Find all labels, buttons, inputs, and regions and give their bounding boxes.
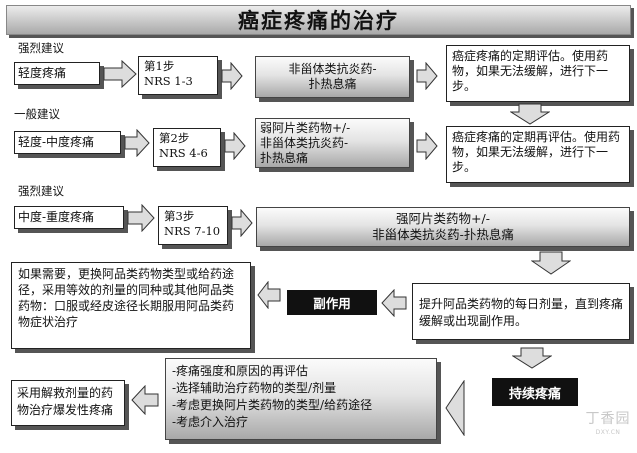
evaluation-text-2: 癌症疼痛的定期再评估。使用药物，如果无法缓解，进行下一步。	[452, 130, 621, 174]
step-1-box: 第1步 NRS 1-3	[138, 56, 218, 95]
arrow-left-icon	[445, 380, 465, 436]
arrow-right-icon	[124, 129, 150, 157]
arrow-right-icon	[416, 132, 438, 160]
side-effect-label: 副作用	[287, 290, 377, 315]
increase-dose-text: 提升阿品类药物的每日剂量，直到疼痛缓解或出现副作用。	[419, 297, 624, 328]
drug-line: 扑热息痛	[308, 77, 357, 91]
drug-box-step-1: 非甾体类抗炎药- 扑热息痛	[255, 56, 410, 98]
step-2-label: 第2步	[159, 131, 190, 145]
pain-level-severe: 中度-重度疼痛	[14, 206, 124, 229]
evaluation-box-2: 癌症疼痛的定期再评估。使用药物，如果无法缓解，进行下一步。	[446, 126, 630, 183]
side-effect-action-box: 如果需要，更换阿品类药物类型或给药途径，采用等效的剂量的同种或其他阿品类药物：口…	[11, 262, 251, 349]
drug-box-step-2: 弱阿片类药物+/- 非甾体类抗炎药- 扑热息痛	[255, 118, 410, 168]
arrow-left-icon	[131, 385, 159, 415]
pain-level-moderate: 轻度-中度疼痛	[14, 131, 121, 154]
pain-level-severe-label: 中度-重度疼痛	[18, 210, 95, 224]
reassessment-line: -选择辅助治疗药物的类型/剂量	[172, 381, 337, 395]
drug-line: 弱阿片类药物+/-	[260, 121, 351, 135]
step-3-nrs: NRS 7-10	[164, 224, 221, 238]
reassessment-line: -考虑更换阿片类药物的类型/给药途径	[172, 398, 373, 412]
drug-line: 非甾体类抗炎药-	[260, 136, 349, 150]
watermark-logo: 丁香园 DXY.CN	[583, 412, 633, 440]
pain-level-mild: 轻度疼痛	[14, 62, 100, 85]
arrow-down-icon	[512, 347, 552, 369]
evaluation-text-1: 癌症疼痛的定期评估。使用药物，如果无法缓解，进行下一步。	[452, 49, 609, 93]
step-2-nrs: NRS 4-6	[159, 146, 208, 160]
drug-line: 强阿片类药物+/-	[396, 211, 490, 226]
arrow-left-icon	[257, 281, 281, 309]
step-1-nrs: NRS 1-3	[144, 74, 193, 88]
arrow-right-icon	[103, 60, 137, 88]
drug-box-step-3: 强阿片类药物+/- 非甾体类抗炎药-扑热息痛	[256, 207, 630, 247]
arrow-right-icon	[221, 62, 243, 90]
watermark-subtext: DXY.CN	[595, 429, 621, 436]
recommendation-strong-1: 强烈建议	[18, 41, 64, 55]
page-title: 癌症疼痛的治疗	[6, 5, 631, 35]
step-2-box: 第2步 NRS 4-6	[153, 128, 221, 167]
side-effect-action-text: 如果需要，更换阿品类药物类型或给药途径，采用等效的剂量的同种或其他阿品类药物：口…	[18, 267, 235, 329]
step-3-box: 第3步 NRS 7-10	[158, 206, 228, 245]
recommendation-general: 一般建议	[14, 107, 60, 121]
arrow-down-icon	[510, 103, 550, 125]
pain-level-mild-label: 轻度疼痛	[18, 66, 67, 80]
persistent-pain-label: 持续疼痛	[492, 378, 578, 406]
step-3-label: 第3步	[164, 209, 195, 223]
evaluation-box-1: 癌症疼痛的定期评估。使用药物，如果无法缓解，进行下一步。	[446, 45, 630, 102]
watermark-text: 丁香园	[585, 411, 631, 427]
reassessment-box: -疼痛强度和原因的再评估 -选择辅助治疗药物的类型/剂量 -考虑更换阿片类药物的…	[165, 358, 437, 440]
rescue-dose-text: 采用解救剂量的药物治疗爆发性疼痛	[17, 386, 114, 417]
arrow-right-icon	[416, 62, 438, 90]
arrow-right-icon	[224, 132, 246, 160]
recommendation-strong-2: 强烈建议	[18, 184, 64, 198]
pain-level-moderate-label: 轻度-中度疼痛	[18, 135, 95, 149]
drug-line: 非甾体类抗炎药-	[288, 62, 377, 76]
drug-line: 非甾体类抗炎药-扑热息痛	[372, 227, 514, 242]
step-1-label: 第1步	[144, 59, 175, 73]
drug-line: 扑热息痛	[260, 151, 309, 165]
arrow-left-icon	[381, 289, 407, 317]
arrow-right-icon	[231, 209, 253, 237]
rescue-dose-box: 采用解救剂量的药物治疗爆发性疼痛	[11, 380, 125, 426]
arrow-right-icon	[127, 204, 155, 232]
increase-dose-box: 提升阿品类药物的每日剂量，直到疼痛缓解或出现副作用。	[412, 283, 630, 340]
arrow-down-icon	[531, 251, 571, 275]
reassessment-line: -疼痛强度和原因的再评估	[172, 364, 309, 378]
reassessment-line: -考虑介入治疗	[172, 415, 249, 429]
